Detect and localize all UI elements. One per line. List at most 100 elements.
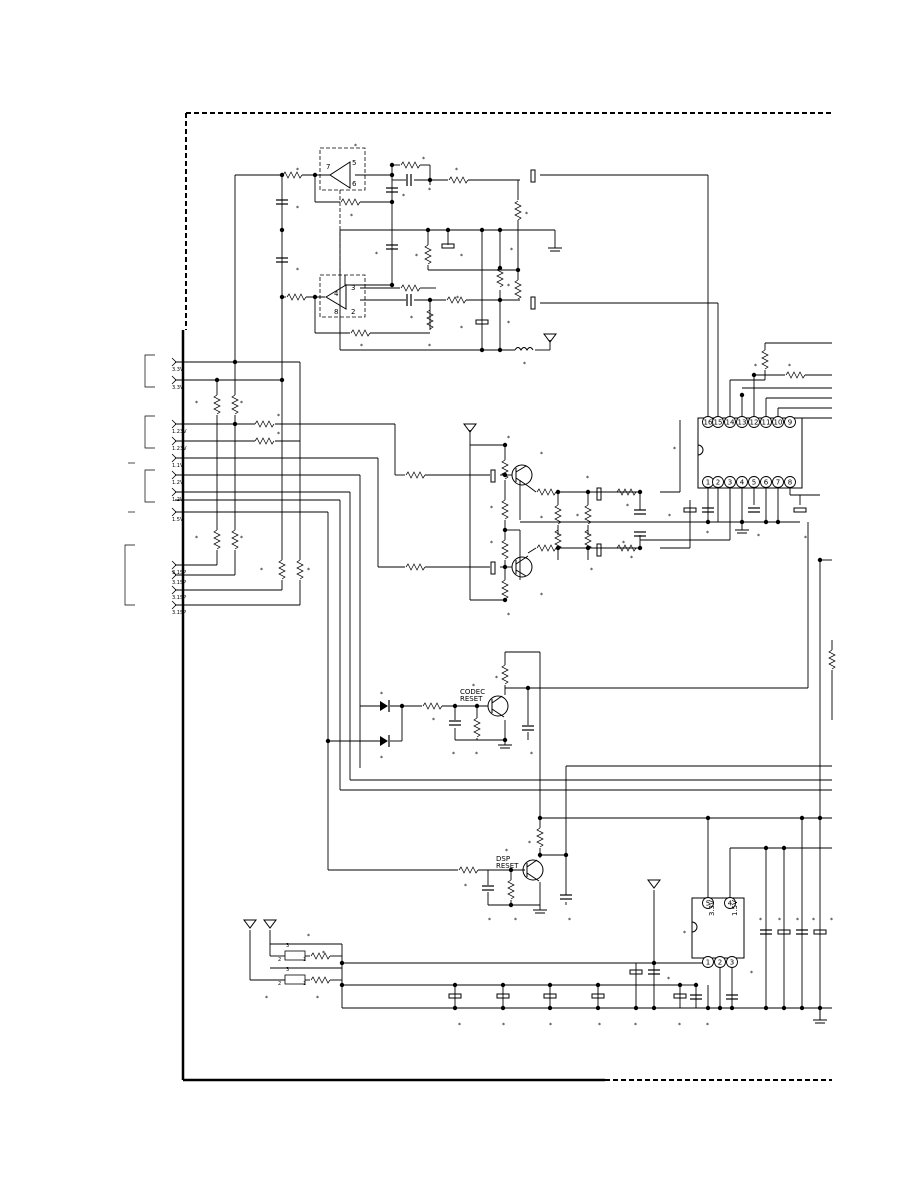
junction-dot [427, 297, 433, 303]
filter1-pin-3: 3 [286, 943, 289, 949]
ic-pin-number: 4 [728, 900, 733, 908]
asterisk-mark: * [350, 213, 353, 220]
reg-label-3v3: 3.3V [708, 900, 716, 916]
junction-dot [500, 982, 506, 988]
junction-dot [214, 377, 220, 383]
asterisk-mark: * [622, 540, 625, 547]
ic-pin [702, 897, 714, 909]
asterisk-mark: * [410, 315, 413, 322]
asterisk-mark: * [380, 691, 383, 698]
asterisk-mark: * [673, 446, 676, 453]
ic-pin-number: 5 [752, 479, 756, 487]
ic-pin [748, 476, 760, 488]
left-connectors: 3.3V3.3V1.23V1.23V1.1V1.2V1.2V1.5V3.1SP3… [124, 354, 187, 616]
connector-label: 3.1SP [172, 595, 186, 601]
asterisk-mark: * [812, 917, 815, 924]
asterisk-mark: * [668, 513, 671, 520]
asterisk-mark: * [428, 343, 431, 350]
junction-dot [817, 815, 823, 821]
junction-dot [502, 527, 508, 533]
ic-pin-number: 9 [788, 419, 792, 427]
junction-dot [547, 982, 553, 988]
asterisk-mark: * [490, 540, 493, 547]
junction-dot [425, 227, 431, 233]
junction-dot [799, 815, 805, 821]
ic-pin-number: 12 [750, 419, 759, 427]
asterisk-mark: * [667, 976, 670, 983]
asterisk-mark: * [277, 431, 280, 438]
asterisk-mark: * [307, 933, 310, 940]
connector-label: 3.1SP [172, 610, 186, 616]
asterisk-mark: * [265, 995, 268, 1002]
asterisk-mark: * [502, 1022, 505, 1029]
ic-pin [712, 416, 724, 428]
junction-dot [399, 703, 405, 709]
reg-label-1v5: 1.5V [731, 900, 739, 916]
asterisk-mark: * [456, 295, 459, 302]
junction-dot [775, 519, 781, 525]
junction-dot [500, 1005, 506, 1011]
junction-dot [763, 519, 769, 525]
asterisk-mark: * [568, 917, 571, 924]
ic-pin-number: 8 [788, 479, 792, 487]
junction-dot [651, 960, 657, 966]
opamp-pin-8: 8 [334, 308, 338, 316]
opamp-pin-7: 7 [326, 163, 330, 171]
asterisk-mark: * [472, 683, 475, 690]
asterisk-mark: * [296, 205, 299, 212]
junction-dot [705, 1005, 711, 1011]
asterisk-mark: * [452, 751, 455, 758]
junction-dot [232, 359, 238, 365]
asterisk-mark: * [626, 503, 629, 510]
junction-dot [502, 442, 508, 448]
asterisk-mark: * [576, 513, 579, 520]
junction-dot [497, 227, 503, 233]
electrolytic-caps [441, 169, 827, 999]
junction-dot [502, 737, 508, 743]
op-amp-lower: 4 3 8 2 [325, 284, 355, 316]
junction-dot [781, 1005, 787, 1011]
junction-dot [508, 867, 514, 873]
junction-dot [585, 489, 591, 495]
junction-dot [555, 489, 561, 495]
asterisk-mark: * [460, 253, 463, 260]
junction-dot [389, 282, 395, 288]
junction-dot [739, 519, 745, 525]
asterisk-mark: * [528, 840, 531, 847]
ic-pin [784, 476, 796, 488]
junction-dot [705, 815, 711, 821]
ic-pin [772, 476, 784, 488]
asterisk-mark: * [706, 1022, 709, 1029]
ic-pin [784, 416, 796, 428]
asterisk-mark: * [525, 211, 528, 218]
ic-pin [712, 476, 724, 488]
junction-dot [389, 172, 395, 178]
asterisk-mark: * [540, 592, 543, 599]
junction-dot [717, 1005, 723, 1011]
asterisk-mark: * [316, 995, 319, 1002]
junction-dot [729, 1005, 735, 1011]
junction-dot [279, 294, 285, 300]
ic-pin [724, 897, 736, 909]
asterisk-mark: * [415, 253, 418, 260]
asterisk-mark: * [507, 435, 510, 442]
asterisk-mark: * [296, 267, 299, 274]
junction-dot [474, 703, 480, 709]
asterisk-mark: * [507, 320, 510, 327]
ic-pin-number: 10 [774, 419, 783, 427]
asterisk-mark: * [505, 848, 508, 855]
junction-dot [763, 845, 769, 851]
asterisk-mark: * [549, 1022, 552, 1029]
capacitors [276, 169, 827, 1000]
asterisk-mark: * [475, 751, 478, 758]
connector-label: 3.3V [172, 385, 184, 391]
junction-dot [563, 852, 569, 858]
asterisk-mark: * [630, 555, 633, 562]
asterisk-mark: * [402, 193, 405, 200]
junction-dot [817, 1005, 823, 1011]
ic-pin [736, 416, 748, 428]
asterisk-mark: * [195, 400, 198, 407]
